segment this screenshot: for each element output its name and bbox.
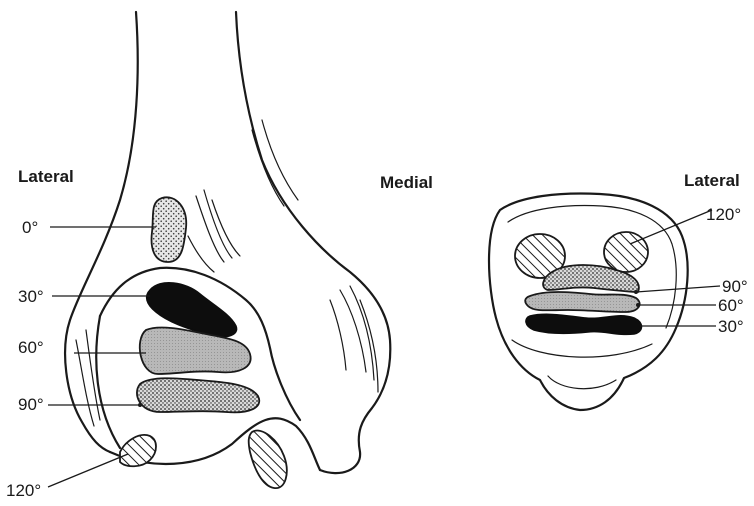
right-angle-label-60: 60° <box>718 296 744 315</box>
left-angle-label-90: 90° <box>18 395 44 414</box>
end-leader-90-dot <box>634 290 638 294</box>
left-angle-label-60: 60° <box>18 338 44 357</box>
end-contact-region-60 <box>525 292 639 312</box>
contact-region-90 <box>137 378 259 412</box>
left-angle-label-30: 30° <box>18 287 44 306</box>
medial-label: Medial <box>380 173 433 192</box>
end-leader-90 <box>636 286 720 292</box>
end-contact-region-120-right <box>604 232 648 272</box>
distal-humerus-end-view: Lateral 120° 90° 60° 30° <box>489 171 748 410</box>
end-view-trochlear-notch <box>512 340 652 357</box>
left-angle-label-120: 120° <box>6 481 41 500</box>
contact-region-120-left-lateral <box>120 435 156 466</box>
leader-90-dot <box>138 403 142 407</box>
leader-120 <box>48 454 128 487</box>
end-contact-region-30 <box>526 314 642 334</box>
contact-region-0 <box>152 197 187 262</box>
end-leader-60-dot <box>636 303 640 307</box>
right-angle-label-30: 30° <box>718 317 744 336</box>
humerus-outline-lateral <box>65 12 138 452</box>
capitellum-ridge <box>96 316 120 448</box>
distal-humerus-view: Lateral Medial 0° 30° 60° 90° 120° <box>6 12 433 500</box>
end-view-base-shading <box>548 376 616 389</box>
left-lateral-label: Lateral <box>18 167 74 186</box>
right-angle-label-90: 90° <box>722 277 748 296</box>
right-lateral-label: Lateral <box>684 171 740 190</box>
left-angle-label-0: 0° <box>22 218 38 237</box>
contact-region-120-left-medial <box>249 431 287 489</box>
bone-shading-strokes <box>76 120 378 426</box>
right-angle-label-120: 120° <box>706 205 741 224</box>
